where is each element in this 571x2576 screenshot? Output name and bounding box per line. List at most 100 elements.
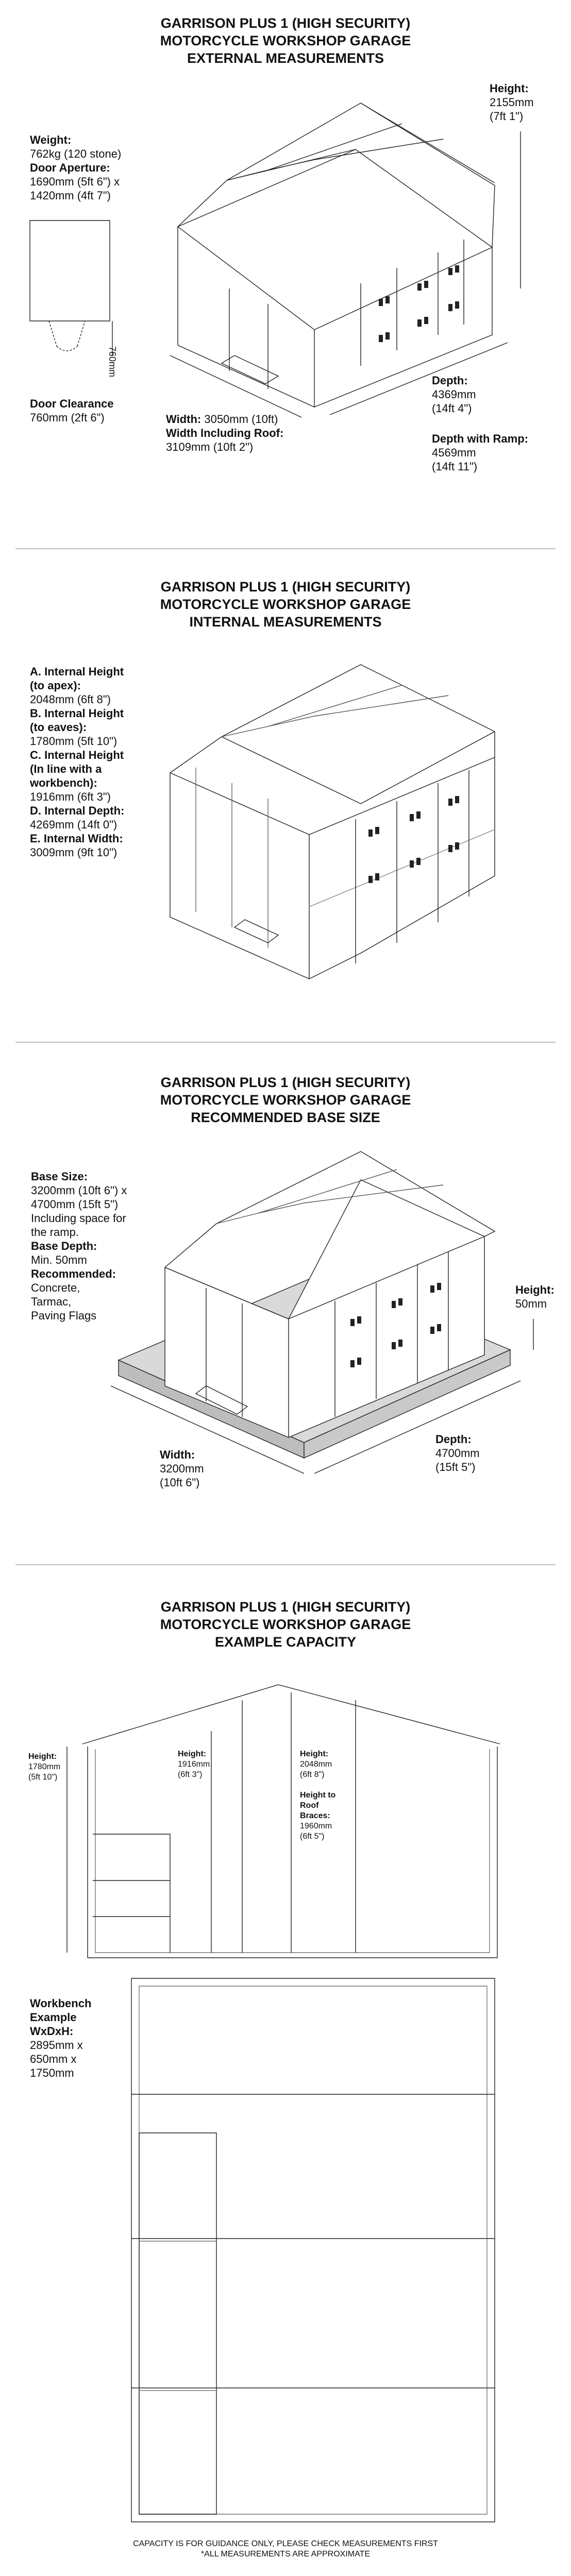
wb-label-2: Example (30, 2011, 77, 2024)
base-size-line: the ramp. (31, 1226, 79, 1239)
ext-height-value-1: 2155mm (490, 96, 534, 109)
int-line: B. Internal Height (30, 707, 124, 720)
int-front-frame (196, 768, 268, 948)
int-line: workbench): (30, 776, 97, 789)
recommended-label: Recommended: (31, 1267, 116, 1280)
base-depth-dim-block: Depth: 4700mm (15ft 5") (435, 1432, 480, 1474)
title-line-1: GARRISON PLUS 1 (HIGH SECURITY) (160, 579, 411, 595)
cap-h3-value-1: 2048mm (300, 1760, 332, 1769)
workbench-block: Workbench Example WxDxH: 2895mm x 650mm … (30, 1996, 91, 2080)
plan-frames (131, 2094, 495, 2388)
cap-height-3: Height: 2048mm (6ft 8") (300, 1749, 332, 1780)
int-workbench-line (309, 829, 495, 907)
base-title: GARRISON PLUS 1 (HIGH SECURITY) MOTORCYC… (0, 1074, 571, 1126)
base-doors (206, 1288, 242, 1417)
wb-label-3: WxDxH: (30, 2025, 74, 2038)
ext-depth-value-1: 4369mm (432, 388, 476, 401)
int-line: 1916mm (6ft 3") (30, 790, 111, 803)
base-width-dim (111, 1386, 304, 1473)
external-title: GARRISON PLUS 1 (HIGH SECURITY) MOTORCYC… (0, 14, 571, 67)
footer: CAPACITY IS FOR GUIDANCE ONLY, PLEASE CH… (0, 2539, 571, 2560)
title-line-3: EXAMPLE CAPACITY (214, 1634, 357, 1650)
ext-depth-value-2: (14ft 4") (432, 402, 472, 415)
garage-ridge (361, 103, 495, 247)
cap-h1-value-2: (5ft 10") (28, 1773, 58, 1782)
cap-h4-value-1: 1960mm (300, 1822, 332, 1831)
ext-height-value-2: (7ft 1") (490, 110, 524, 123)
base-size-line: Including space for (31, 1212, 126, 1225)
cap-h1-label: Height: (28, 1752, 57, 1761)
base-depth-dim-value-2: (15ft 5") (435, 1461, 476, 1473)
footer-line-1: CAPACITY IS FOR GUIDANCE ONLY, PLEASE CH… (133, 2539, 438, 2548)
ext-depth-ramp-label: Depth with Ramp: (432, 432, 528, 445)
cap-h4-label-2: Roof (300, 1801, 319, 1810)
cap-h4-value-2: (6ft 5") (300, 1832, 325, 1841)
ext-width-roof-value: 3109mm (10ft 2") (166, 440, 254, 453)
ext-width-label: Width: (166, 413, 201, 426)
base-size-label: Base Size: (31, 1170, 88, 1183)
base-depth-dim-value-1: 4700mm (435, 1447, 480, 1460)
int-outline (170, 665, 495, 979)
elev-frame-posts (242, 1700, 356, 1953)
ext-height-label: Height: (490, 82, 529, 95)
int-line: 3009mm (9ft 10") (30, 846, 117, 859)
plan-inner (139, 1986, 487, 2514)
ext-depth-block: Depth: 4369mm (14ft 4") (432, 374, 476, 415)
wb-value-2: 650mm x (30, 2053, 77, 2065)
elev-workbench (93, 1834, 170, 1953)
int-line: C. Internal Height (30, 749, 124, 761)
int-line: D. Internal Depth: (30, 804, 125, 817)
cap-h3-value-2: (6ft 8") (300, 1770, 325, 1779)
base-depth-dim-label: Depth: (435, 1433, 472, 1446)
title-line-2: MOTORCYCLE WORKSHOP GARAGE (160, 1092, 411, 1108)
wb-label-1: Workbench (30, 1997, 92, 2010)
cap-height-2: Height: 1916mm (6ft 3") (178, 1749, 210, 1780)
internal-drawing (0, 0, 571, 1030)
ext-depth-dim (330, 343, 508, 415)
base-height-block: Height: 50mm (515, 1283, 555, 1311)
int-eave-line (222, 732, 495, 804)
base-ramp (196, 1386, 247, 1414)
title-line-3: EXTERNAL MEASUREMENTS (187, 50, 384, 66)
int-line: (to eaves): (30, 721, 87, 734)
door-swing (49, 321, 85, 351)
plan-workbench (139, 2133, 216, 2514)
title-line-3: INTERNAL MEASUREMENTS (189, 614, 382, 630)
ext-depth-ramp-value-2: (14ft 11") (432, 460, 478, 473)
int-ramp (234, 920, 278, 943)
door-aperture-label: Door Aperture: (30, 161, 110, 174)
garage-ramp (222, 355, 278, 384)
base-size-line: 3200mm (10ft 6") x (31, 1184, 127, 1197)
int-line: E. Internal Width: (30, 832, 123, 845)
ext-height-block: Height: 2155mm (7ft 1") (490, 81, 534, 123)
elev-roof (82, 1685, 500, 1744)
garage-front (178, 227, 314, 407)
cap-h1-value-1: 1780mm (28, 1762, 61, 1771)
door-clearance-label: Door Clearance (30, 397, 114, 410)
divider-1 (15, 548, 556, 549)
door-aperture-value-1: 1690mm (5ft 6") x (30, 175, 120, 188)
cap-h2-value-2: (6ft 3") (178, 1770, 203, 1779)
door-aperture-value-2: 1420mm (4ft 7") (30, 189, 111, 202)
title-line-1: GARRISON PLUS 1 (HIGH SECURITY) (160, 1599, 411, 1615)
recommended-item: Tarmac, (31, 1295, 72, 1308)
door-clearance-value: 760mm (2ft 6") (30, 411, 105, 424)
internal-title: GARRISON PLUS 1 (HIGH SECURITY) MOTORCYC… (0, 578, 571, 631)
title-line-2: MOTORCYCLE WORKSHOP GARAGE (160, 597, 411, 612)
cap-h4-label-3: Braces: (300, 1811, 330, 1820)
cap-height-1: Height: 1780mm (5ft 10") (28, 1752, 60, 1783)
cap-h2-label: Height: (178, 1750, 207, 1758)
garage-side (314, 247, 492, 407)
internal-measurements-list: A. Internal Height (to apex): 2048mm (6f… (30, 665, 124, 859)
int-line: A. Internal Height (30, 665, 124, 678)
ext-width-dim (170, 355, 301, 417)
door-plan-outline (30, 221, 110, 321)
cap-height-4: Height to Roof Braces: 1960mm (6ft 5") (300, 1790, 335, 1842)
base-width-value-2: (10ft 6") (160, 1476, 200, 1489)
plan-outline (131, 1978, 495, 2522)
ext-width-block: Width: 3050mm (10ft) Width Including Roo… (166, 412, 283, 454)
plan-workbench-divisions (139, 2241, 216, 2391)
int-side-panels (356, 770, 469, 963)
base-drawing (0, 0, 571, 1546)
